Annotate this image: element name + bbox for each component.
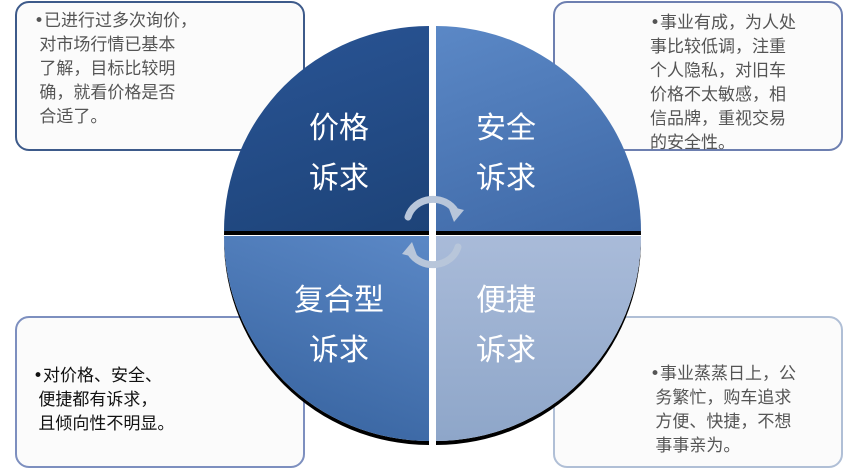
description-text-safety: •事业有成，为人处 事比较低调，注重 个人隐私，对旧车 价格不太敏感，相 信品牌… xyxy=(650,13,797,153)
quadrant-label-safety: 安全 诉求 xyxy=(476,111,536,196)
description-text-composite: •对价格、安全、 便捷都有诉求， 且倾向性不明显。 xyxy=(33,366,175,434)
quadrant-label-convenience: 便捷 诉求 xyxy=(476,283,536,368)
description-text-convenience: •事业蒸蒸日上，公 务繁忙，购车追求 方便、快捷，不想 事事亲为。 xyxy=(650,364,797,456)
quadrant-circle: 价格 诉求 安全 诉求 复合型 诉求 便捷 诉求 xyxy=(224,26,642,446)
description-box-price: •已进行过多次询价， 对市场行情已基本 了解，目标比较明 确，就看价格是否 合适… xyxy=(15,1,305,151)
circular-arrows-icon xyxy=(402,195,464,269)
quadrant-label-composite: 复合型 诉求 xyxy=(294,283,384,368)
quadrant-label-price: 价格 诉求 xyxy=(309,111,369,196)
description-text-price: •已进行过多次询价， 对市场行情已基本 了解，目标比较明 确，就看价格是否 合适… xyxy=(34,11,198,127)
